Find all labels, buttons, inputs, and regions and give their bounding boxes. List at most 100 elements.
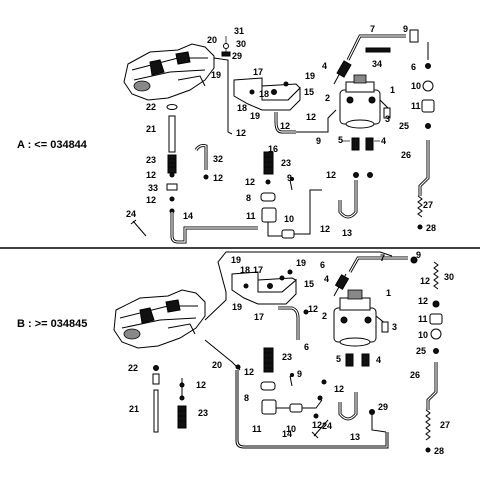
callout-b-12-r: 12	[420, 276, 430, 286]
callout-b-12: 12	[308, 304, 318, 314]
callout-b-4-b: 4	[376, 355, 381, 365]
callout-b-28: 28	[434, 446, 444, 456]
callout-b-6: 6	[320, 260, 325, 270]
callout-a-25: 25	[399, 121, 409, 131]
section-b-label: B : >= 034845	[17, 318, 88, 330]
callouts-section-a: 31 20 30 29 7 9 34 6 4 19 17 15 19 10 18…	[126, 24, 436, 238]
callout-a-1: 1	[390, 85, 395, 95]
callout-b-19: 19	[231, 255, 241, 265]
callout-b-10: 10	[418, 330, 428, 340]
callout-b-2: 2	[322, 311, 327, 321]
section-a-label: A : <= 034844	[17, 139, 87, 151]
callout-b-18: 18	[240, 265, 250, 275]
callout-a-12: 12	[306, 112, 316, 122]
callout-b-11-b: 11	[252, 424, 262, 434]
callout-a-14: 14	[183, 211, 193, 221]
callout-b-14: 14	[282, 429, 292, 439]
callout-a-5: 5	[338, 135, 343, 145]
callout-b-19-c: 19	[232, 302, 242, 312]
callout-b-24: 24	[322, 421, 332, 431]
callout-a-11: 11	[246, 211, 256, 221]
callout-a-27: 27	[423, 200, 433, 210]
callout-b-12-b: 12	[244, 367, 254, 377]
callout-b-21: 21	[129, 404, 139, 414]
callout-a-9-b: 9	[316, 136, 321, 146]
callout-b-1: 1	[386, 288, 391, 298]
callout-b-19-b: 19	[296, 258, 306, 268]
callout-b-3: 3	[392, 322, 397, 332]
callout-b-26: 26	[410, 370, 420, 380]
callout-b-17: 17	[253, 265, 263, 275]
callout-a-4: 4	[322, 61, 327, 71]
callout-a-26: 26	[401, 150, 411, 160]
callout-a-16: 16	[268, 144, 278, 154]
callout-a-3: 3	[385, 114, 390, 124]
callouts-section-b: 19 18 17 19 6 7 9 30 15 4 12 1 12 19 2 1…	[128, 250, 454, 456]
callout-b-8: 8	[244, 393, 249, 403]
callout-a-9: 9	[403, 24, 408, 34]
callout-a-23-b: 23	[281, 158, 291, 168]
callout-b-20: 20	[212, 360, 222, 370]
callout-a-22: 22	[146, 102, 156, 112]
callout-b-7: 7	[380, 253, 385, 263]
callout-b-6-b: 6	[304, 342, 309, 352]
callout-b-25: 25	[416, 346, 426, 356]
callout-b-13: 13	[350, 432, 360, 442]
section-a-drawing	[123, 29, 435, 244]
callout-b-15: 15	[304, 279, 314, 289]
fuel-pump-b	[333, 289, 389, 367]
callout-a-20: 20	[207, 35, 217, 45]
inline-filter-b	[260, 347, 303, 415]
right-column-a	[409, 29, 435, 230]
callout-b-27: 27	[440, 420, 450, 430]
callout-b-17-b: 17	[254, 312, 264, 322]
callout-a-18: 18	[237, 103, 247, 113]
callout-b-10-b: 10	[286, 424, 296, 434]
callout-a-13: 13	[342, 228, 352, 238]
callout-a-10-b: 10	[284, 214, 294, 224]
callout-b-30: 30	[444, 272, 454, 282]
callout-b-9: 9	[416, 250, 421, 260]
callout-a-11: 11	[411, 101, 421, 111]
callout-a-34: 34	[372, 59, 382, 69]
bracket-assembly-b	[231, 271, 297, 305]
callout-a-12-b: 12	[236, 128, 246, 138]
callout-a-12-c: 12	[280, 121, 290, 131]
callout-a-10: 10	[411, 81, 421, 91]
callout-b-12: 12	[196, 380, 206, 390]
callout-a-4-b: 4	[381, 136, 386, 146]
callout-a-12-e: 12	[245, 177, 255, 187]
callout-a-30: 30	[236, 39, 246, 49]
callout-a-12-g: 12	[326, 170, 336, 180]
callout-b-12-s: 12	[418, 296, 428, 306]
callout-a-9-c: 9	[287, 173, 292, 183]
callout-a-2: 2	[325, 93, 330, 103]
callout-a-33: 33	[148, 183, 158, 193]
callout-b-23: 23	[282, 352, 292, 362]
callout-a-12-i: 12	[320, 224, 330, 234]
callout-b-12-c: 12	[334, 384, 344, 394]
callout-b-23-b: 23	[198, 408, 208, 418]
callout-a-19: 19	[211, 70, 221, 80]
callout-a-21: 21	[146, 124, 156, 134]
fuel-pump-a	[339, 74, 391, 151]
callout-a-18-b: 18	[259, 89, 269, 99]
callout-a-12-h: 12	[146, 195, 156, 205]
callout-a-31: 31	[234, 26, 244, 36]
callout-a-19-b: 19	[305, 71, 315, 81]
callout-a-6-r: 6	[411, 62, 416, 72]
callout-a-17: 17	[253, 67, 263, 77]
callout-b-22: 22	[128, 363, 138, 373]
callout-a-24: 24	[126, 209, 136, 219]
callout-a-32: 32	[213, 154, 223, 164]
bracket-assembly-a	[233, 77, 301, 111]
callout-a-15: 15	[304, 87, 314, 97]
callout-b-5: 5	[336, 354, 341, 364]
callout-b-29: 29	[378, 402, 388, 412]
callout-b-4: 4	[324, 274, 329, 284]
right-column-b	[425, 261, 443, 453]
fuel-tank-a	[123, 43, 215, 101]
callout-a-28: 28	[426, 223, 436, 233]
